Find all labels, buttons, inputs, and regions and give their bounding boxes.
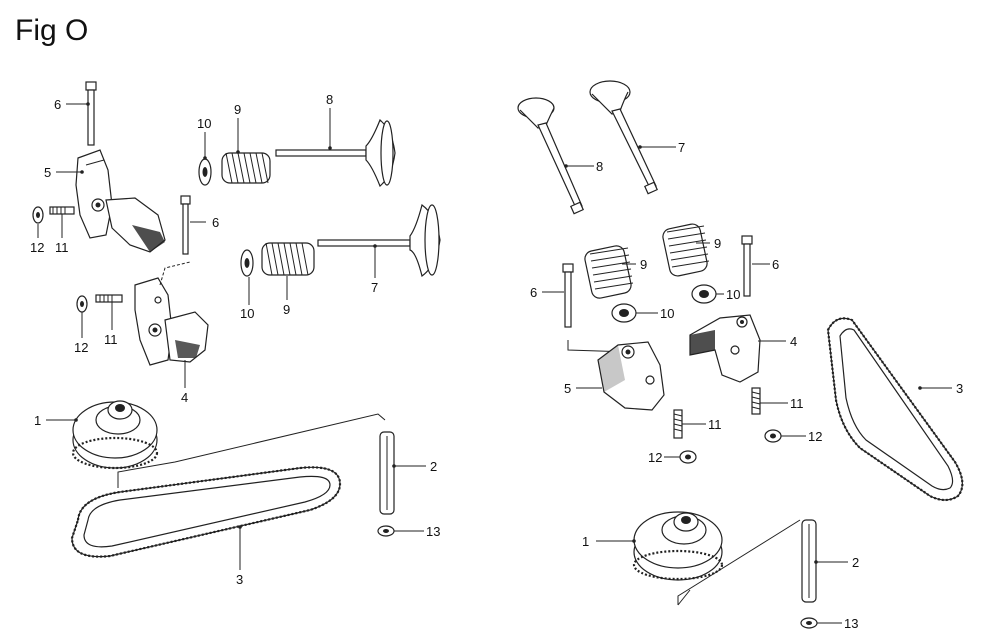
left-pin-2 — [379, 431, 395, 515]
left-retainer-10-upper — [198, 158, 212, 186]
left-timing-belt-3 — [70, 466, 342, 558]
right-retainer-10-lower — [611, 303, 637, 323]
right-rocker-arm-5 — [597, 341, 665, 411]
callout-left-3: 3 — [236, 572, 243, 587]
left-adjust-screw-11-upper — [49, 206, 75, 215]
left-bolt-6-top — [85, 81, 97, 146]
callout-right-13: 13 — [844, 616, 858, 631]
right-assembly — [517, 80, 964, 629]
callout-left-8: 8 — [326, 92, 333, 107]
callout-left-10-upper: 10 — [197, 116, 211, 131]
callout-right-6-left: 6 — [530, 285, 537, 300]
callout-left-9-lower: 9 — [283, 302, 290, 317]
left-lock-nut-12-upper — [32, 206, 44, 224]
left-retainer-10-lower — [240, 249, 254, 277]
callout-right-8: 8 — [596, 159, 603, 174]
left-valve-spring-9-lower — [261, 242, 315, 276]
callout-left-9-upper: 9 — [234, 102, 241, 117]
callout-right-11-left: 11 — [708, 417, 722, 432]
right-pin-2 — [801, 519, 817, 603]
callout-left-11-upper: 11 — [55, 240, 69, 255]
left-valve-8 — [275, 119, 396, 187]
right-adjust-screw-11-left — [673, 409, 683, 439]
left-valve-7 — [317, 204, 441, 278]
right-cam-pulley-1 — [632, 511, 724, 581]
right-valve-8 — [517, 97, 584, 215]
callout-left-2: 2 — [430, 459, 437, 474]
callout-right-12-right: 12 — [808, 429, 822, 444]
callout-right-12-left: 12 — [648, 450, 662, 465]
right-washer-13 — [800, 617, 818, 629]
right-adjust-screw-11-right — [751, 387, 761, 415]
right-valve-7 — [589, 80, 658, 195]
callout-right-10-lower: 10 — [660, 306, 674, 321]
callout-left-6-top: 6 — [54, 97, 61, 112]
figure-title: Fig O — [15, 14, 89, 47]
callout-right-10-upper: 10 — [726, 287, 740, 302]
callout-left-5: 5 — [44, 165, 51, 180]
callout-right-1: 1 — [582, 534, 589, 549]
callout-right-7: 7 — [678, 140, 685, 155]
right-lock-nut-12-right — [764, 429, 782, 443]
right-lock-nut-12-left — [679, 450, 697, 464]
callout-left-7: 7 — [371, 280, 378, 295]
callout-right-6-right: 6 — [772, 257, 779, 272]
callout-right-3: 3 — [956, 381, 963, 396]
right-valve-spring-9-left — [584, 245, 634, 299]
callout-right-11-right: 11 — [790, 396, 804, 411]
left-rocker-arm-4 — [134, 277, 209, 366]
callout-left-1: 1 — [34, 413, 41, 428]
callout-right-5: 5 — [564, 381, 571, 396]
callout-right-4: 4 — [790, 334, 797, 349]
callout-left-6-middle: 6 — [212, 215, 219, 230]
callout-left-10-lower: 10 — [240, 306, 254, 321]
left-cam-pulley-1 — [71, 400, 159, 470]
callout-left-4: 4 — [181, 390, 188, 405]
leader-lines — [37, 102, 952, 624]
right-valve-spring-9-right — [662, 223, 710, 277]
right-timing-belt-3 — [826, 317, 964, 502]
left-washer-13 — [377, 525, 395, 537]
callout-left-11-lower: 11 — [104, 332, 118, 347]
left-rocker-arm-5 — [75, 149, 166, 253]
right-bolt-6-right — [741, 235, 753, 297]
left-assembly — [32, 81, 441, 558]
left-adjust-screw-11-lower — [95, 294, 123, 303]
callout-labels: 6 5 12 11 10 9 8 6 10 9 7 12 11 4 1 2 3 … — [30, 92, 963, 631]
left-valve-spring-9-upper — [221, 152, 271, 184]
left-lock-nut-12-lower — [76, 295, 88, 313]
right-bolt-6-left — [562, 263, 574, 328]
callout-right-9-right: 9 — [714, 236, 721, 251]
callout-left-12-lower: 12 — [74, 340, 88, 355]
callout-right-2: 2 — [852, 555, 859, 570]
left-bolt-6-middle — [180, 195, 191, 255]
callout-right-9-left: 9 — [640, 257, 647, 272]
right-retainer-10-upper — [691, 284, 717, 304]
right-rocker-arm-4 — [689, 314, 761, 383]
callout-left-13: 13 — [426, 524, 440, 539]
callout-left-12-upper: 12 — [30, 240, 44, 255]
